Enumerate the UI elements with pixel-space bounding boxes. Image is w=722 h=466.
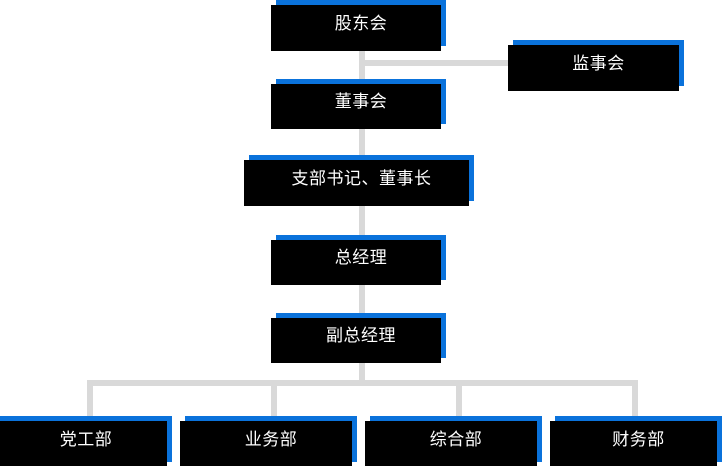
node-party-dept[interactable]: 党工部 (0, 416, 172, 466)
node-label-chairman: 支部书记、董事长 (291, 168, 432, 188)
connector-bus-bottom-row (87, 380, 638, 386)
node-label-gm: 总经理 (334, 248, 388, 267)
node-label-party-dept: 党工部 (59, 429, 113, 449)
connector-drop-finance-dept (632, 380, 638, 418)
connector-stem-gm-down (359, 280, 365, 313)
node-supervisors[interactable]: 监事会 (508, 40, 684, 91)
node-shareholders[interactable]: 股东会 (271, 0, 446, 51)
connector-stem-directors-down (359, 124, 365, 155)
node-label-deputy-gm: 副总经理 (326, 326, 396, 345)
node-finance-dept[interactable]: 财务部 (550, 416, 722, 466)
node-label-directors: 董事会 (334, 92, 388, 111)
node-business-dept[interactable]: 业务部 (180, 416, 357, 466)
node-deputy-gm[interactable]: 副总经理 (271, 313, 446, 363)
connector-branch-to-supervisors (359, 60, 517, 66)
node-gm[interactable]: 总经理 (271, 235, 446, 285)
connector-stem-deputy-down (359, 358, 365, 386)
connector-drop-general-dept (456, 380, 462, 418)
node-label-supervisors: 监事会 (572, 53, 625, 73)
connector-drop-business-dept (271, 380, 277, 418)
node-directors[interactable]: 董事会 (271, 79, 446, 129)
node-chairman[interactable]: 支部书记、董事长 (244, 155, 474, 206)
node-general-dept[interactable]: 综合部 (365, 416, 542, 466)
node-label-shareholders: 股东会 (334, 13, 388, 33)
node-label-finance-dept: 财务部 (612, 429, 665, 449)
node-label-business-dept: 业务部 (244, 429, 298, 449)
node-label-general-dept: 综合部 (429, 429, 483, 449)
connector-stem-chairman-down (359, 201, 365, 235)
connector-drop-party-dept (87, 380, 93, 418)
